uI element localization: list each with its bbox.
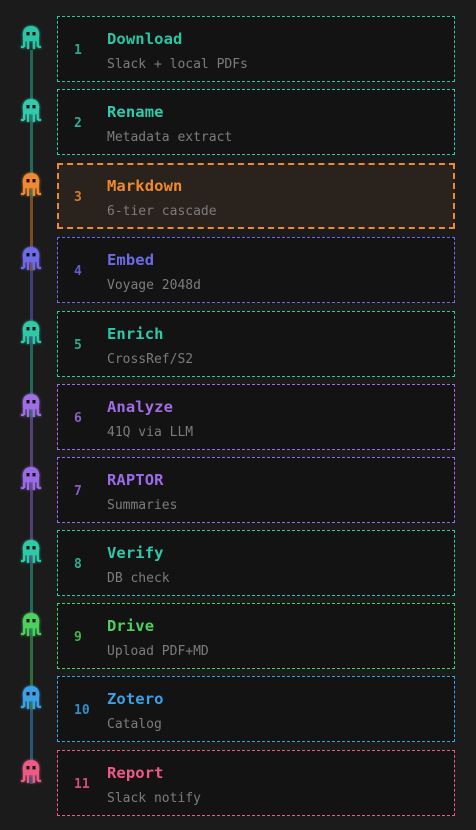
step-number: 2 xyxy=(74,116,82,131)
step-connector xyxy=(30,564,33,637)
step-connector xyxy=(30,197,33,271)
squid-icon xyxy=(16,683,46,713)
step-card[interactable]: 8 Verify DB check xyxy=(57,530,455,596)
squid-icon xyxy=(16,537,46,567)
pipeline-step: 8 Verify DB check xyxy=(0,530,476,637)
step-title: Analyze xyxy=(107,398,174,416)
squid-icon xyxy=(16,391,46,421)
step-subtitle: Slack + local PDFs xyxy=(107,57,248,72)
step-subtitle: 41Q via LLM xyxy=(107,425,194,440)
step-subtitle: Catalog xyxy=(107,717,162,732)
pipeline-step: 7 RAPTOR Summaries xyxy=(0,457,476,564)
step-connector xyxy=(30,637,33,710)
step-connector xyxy=(30,710,33,784)
step-connector xyxy=(30,271,33,345)
step-subtitle: 6-tier cascade xyxy=(107,204,217,219)
step-number: 7 xyxy=(74,484,82,499)
step-number: 11 xyxy=(74,777,90,792)
step-number: 5 xyxy=(74,338,82,353)
step-subtitle: Slack notify xyxy=(107,791,201,806)
step-number: 10 xyxy=(74,703,90,718)
step-number: 9 xyxy=(74,630,82,645)
step-title: Embed xyxy=(107,251,155,269)
step-number: 3 xyxy=(74,190,82,205)
step-subtitle: CrossRef/S2 xyxy=(107,352,194,367)
step-connector xyxy=(30,418,33,491)
step-title: Report xyxy=(107,764,164,782)
step-connector xyxy=(30,345,33,418)
squid-icon xyxy=(16,170,46,200)
squid-icon xyxy=(16,318,46,348)
step-subtitle: DB check xyxy=(107,571,170,586)
step-title: Rename xyxy=(107,103,164,121)
step-title: RAPTOR xyxy=(107,471,164,489)
step-number: 4 xyxy=(74,264,82,279)
squid-icon xyxy=(16,96,46,126)
step-connector xyxy=(30,491,33,564)
step-number: 8 xyxy=(74,557,82,572)
step-title: Enrich xyxy=(107,325,164,343)
step-title: Zotero xyxy=(107,690,164,708)
step-title: Verify xyxy=(107,544,164,562)
pipeline-step: 6 Analyze 41Q via LLM xyxy=(0,384,476,491)
step-connector xyxy=(30,123,33,197)
squid-icon xyxy=(16,464,46,494)
pipeline-step: 3 Markdown 6-tier cascade xyxy=(0,163,476,271)
step-card[interactable]: 7 RAPTOR Summaries xyxy=(57,457,455,523)
step-subtitle: Upload PDF+MD xyxy=(107,644,209,659)
step-card[interactable]: 3 Markdown 6-tier cascade xyxy=(57,163,455,229)
squid-icon xyxy=(16,23,46,53)
step-title: Download xyxy=(107,30,183,48)
squid-icon xyxy=(16,757,46,787)
step-subtitle: Metadata extract xyxy=(107,130,233,145)
step-title: Markdown xyxy=(107,177,183,195)
squid-icon xyxy=(16,610,46,640)
step-number: 1 xyxy=(74,43,82,58)
step-subtitle: Summaries xyxy=(107,498,178,513)
step-number: 6 xyxy=(74,411,82,426)
step-connector xyxy=(30,50,33,123)
step-card[interactable]: 6 Analyze 41Q via LLM xyxy=(57,384,455,450)
step-title: Drive xyxy=(107,617,155,635)
step-subtitle: Voyage 2048d xyxy=(107,278,201,293)
squid-icon xyxy=(16,244,46,274)
